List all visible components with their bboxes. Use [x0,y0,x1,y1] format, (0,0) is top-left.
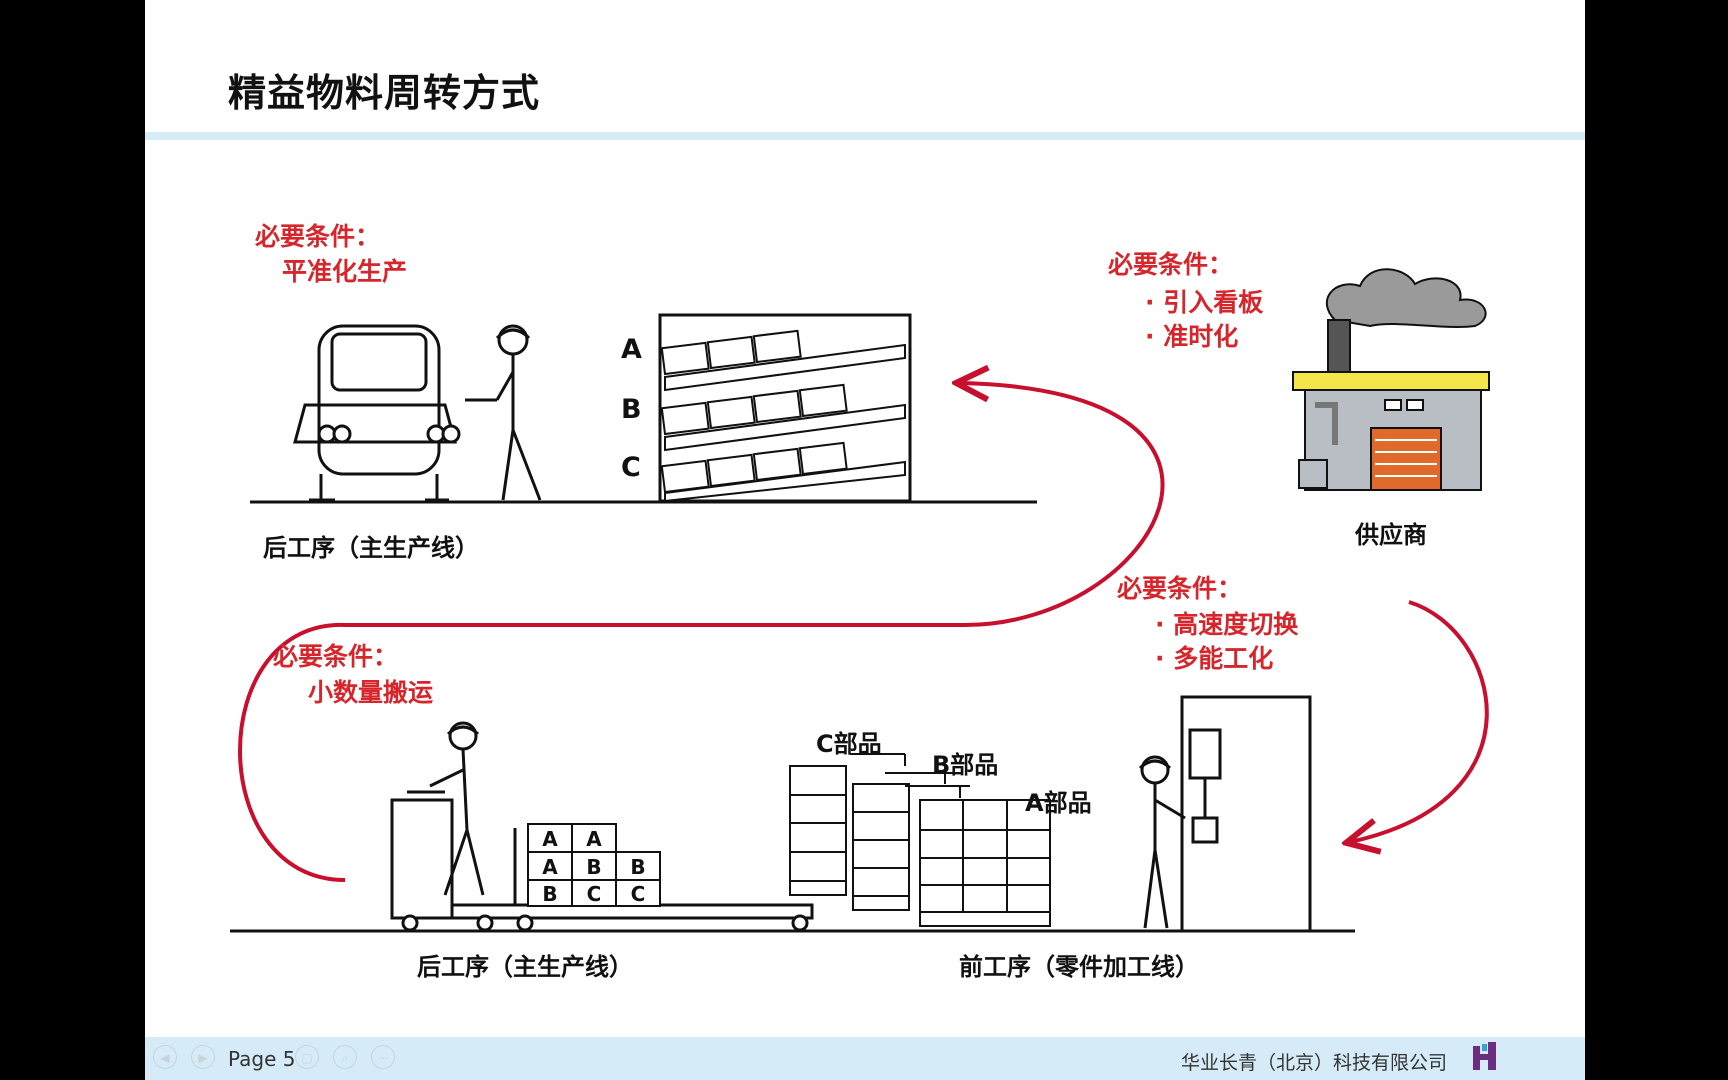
cart-box-letter: B [586,855,601,879]
condition-item-leveling: 平准化生产 [282,257,408,286]
cart-box-letter: A [542,855,558,879]
flow-rack [658,313,912,503]
prev-icon[interactable]: ◀ [153,1045,177,1069]
cart-box-letter: C [631,882,646,906]
worker-top [465,324,542,501]
cart-box-letter: B [630,855,645,879]
title-divider [145,132,1585,140]
company-name: 华业长青（北京）科技有限公司 [1181,1052,1448,1074]
top-process-label: 后工序（主生产线） [263,534,479,562]
more-icon[interactable]: ⋯ [371,1045,395,1069]
flow-arrow-right [1350,600,1489,842]
machine-illustration [1180,695,1312,933]
company-logo-icon [1473,1042,1496,1070]
parts-label-c: C部品 [816,730,882,758]
slide-footer-bar: ◀ ▶ Page 5 ▢ ⌕ ⋯ 华业长青（北京）科技有限公司 [145,1037,1585,1080]
cart-box-letter: A [586,827,602,851]
bottom-right-process-label: 前工序（零件加工线） [959,953,1199,981]
cart-illustration [390,790,814,932]
cart-boxes [527,823,661,907]
flow-arrow-left-loop [238,383,1165,882]
bottom-left-process-label: 后工序（主生产线） [417,953,633,981]
cart-box-letter: C [587,882,602,906]
car-illustration [293,324,461,502]
parts-leader-lines [850,753,970,798]
cart-box-letter: B [542,882,557,906]
condition-heading-mid-right: 必要条件： [1117,574,1243,603]
slide-title: 精益物料周转方式 [228,71,541,115]
factory-illustration [1292,268,1490,491]
condition-heading-bottom-left: 必要条件： [273,642,399,671]
parts-label-a: A部品 [1025,789,1092,817]
condition-heading-top-left: 必要条件： [255,222,381,251]
condition-item-quick-changeover: · 高速度切换 [1155,610,1299,639]
rack-label-c: C [621,452,641,483]
condition-item-kanban: · 引入看板 [1145,288,1264,317]
parts-label-b: B部品 [932,751,999,779]
parts-stacks [789,765,1051,927]
worker-cart [429,721,485,896]
condition-item-multi-skill: · 多能工化 [1155,644,1274,673]
copy-icon[interactable]: ▢ [295,1045,319,1069]
condition-item-jit: · 准时化 [1145,322,1239,351]
cart-box-letter: A [542,827,558,851]
rack-label-a: A [621,334,642,365]
condition-heading-top-right: 必要条件： [1108,250,1234,279]
supplier-label: 供应商 [1355,521,1427,549]
rack-label-b: B [621,394,642,425]
worker-machine [1138,755,1186,929]
page-number: Page 5 [228,1047,296,1071]
next-icon[interactable]: ▶ [191,1045,215,1069]
slide: 精益物料周转方式 [145,0,1585,1080]
zoom-icon[interactable]: ⌕ [333,1045,357,1069]
condition-item-small-lot: 小数量搬运 [308,678,434,707]
